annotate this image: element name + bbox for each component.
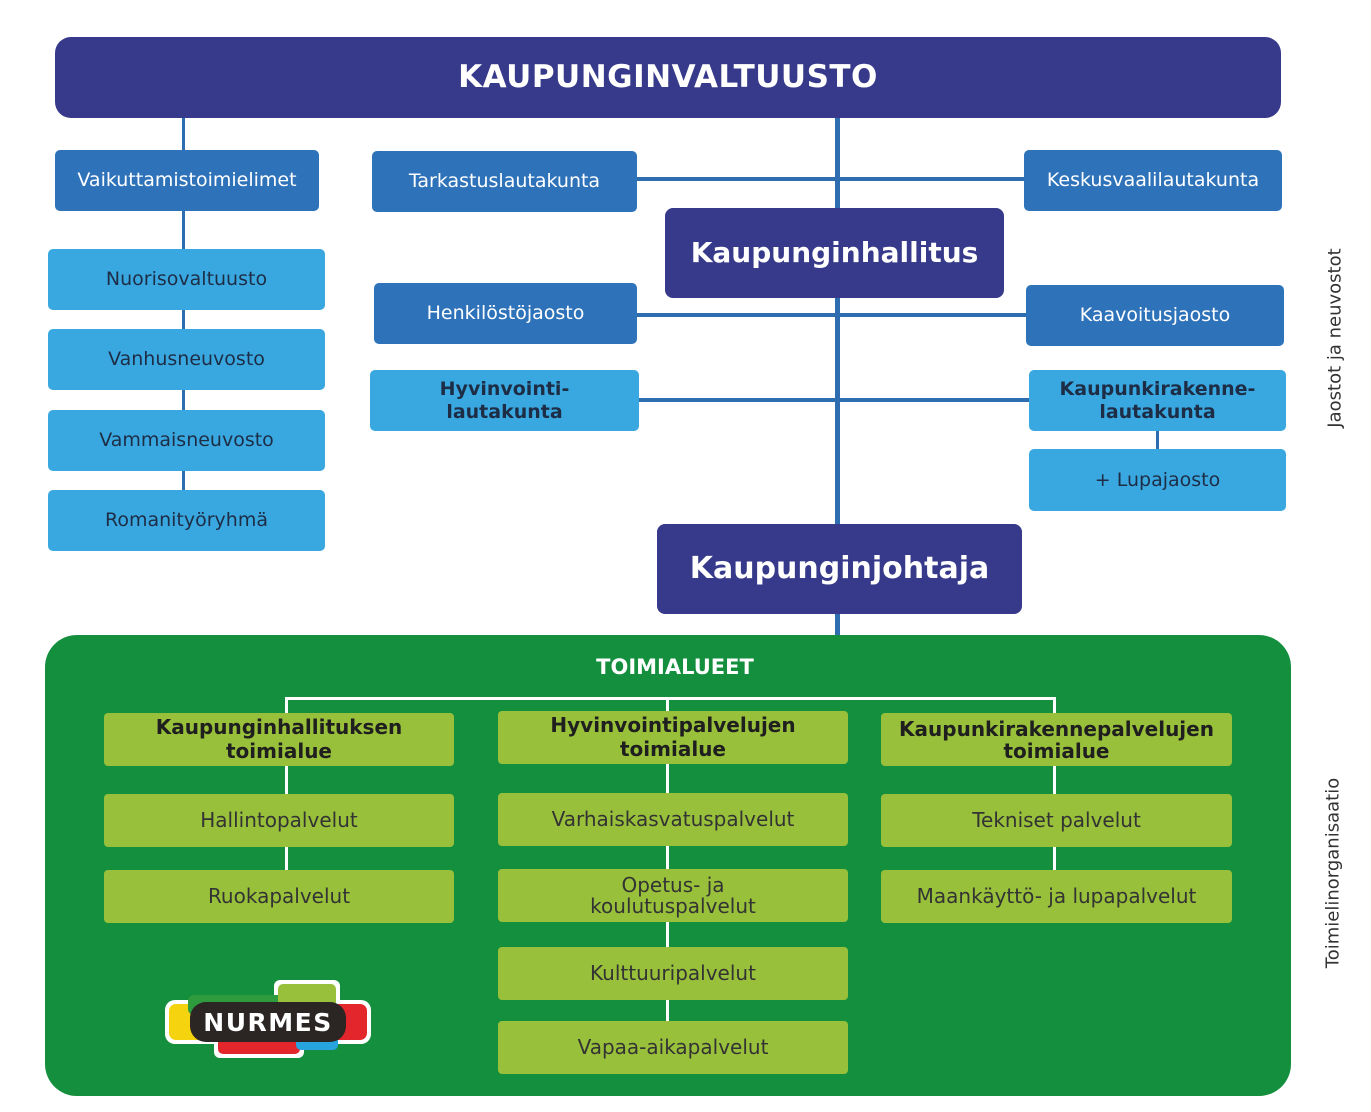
nurmes-logo-text: NURMES — [203, 1007, 333, 1037]
permit-division-box: + Lupajaosto — [1029, 449, 1286, 511]
division-item-early-education: Varhaiskasvatuspalvelut — [498, 793, 848, 846]
influence-item-roma-group: Romanityöryhmä — [48, 490, 325, 551]
divisions-bracket-middle — [666, 697, 669, 711]
zoning-division-box: Kaavoitusjaosto — [1026, 285, 1284, 346]
division-item-culture: Kulttuuripalvelut — [498, 947, 848, 1000]
division-item-education: Opetus- ja koulutuspalvelut — [498, 869, 848, 922]
nurmes-logo-graphic — [165, 980, 371, 1058]
division-item-technical: Tekniset palvelut — [881, 794, 1232, 847]
division-item-food-services: Ruokapalvelut — [104, 870, 454, 923]
divisions-bracket-left — [285, 697, 288, 713]
city-board-box: Kaupunginhallitus — [665, 208, 1004, 298]
welfare-committee-box: Hyvinvointi- lautakunta — [370, 370, 639, 431]
division-item-land-use: Maankäyttö- ja lupapalvelut — [881, 870, 1232, 923]
council-box: KAUPUNGINVALTUUSTO — [55, 37, 1281, 118]
influence-bodies-header: Vaikuttamistoimielimet — [55, 150, 319, 211]
divisions-bracket-right — [1053, 697, 1056, 713]
division-item-administration: Hallintopalvelut — [104, 794, 454, 847]
personnel-division-box: Henkilöstöjaosto — [374, 283, 637, 344]
division-item-leisure: Vapaa-aikapalvelut — [498, 1021, 848, 1074]
election-committee-box: Keskusvaalilautakunta — [1024, 150, 1282, 211]
influence-item-disability-council: Vammaisneuvosto — [48, 410, 325, 471]
side-label-divisions-councils: Jaostot ja neuvostot — [1324, 248, 1346, 428]
welfare-division-header: Hyvinvointipalvelujen toimialue — [498, 711, 848, 764]
influence-item-elderly-council: Vanhusneuvosto — [48, 329, 325, 390]
mayor-box: Kaupunginjohtaja — [657, 524, 1022, 614]
connector-main-vertical — [835, 116, 840, 636]
nurmes-logo: NURMES — [162, 978, 376, 1060]
connector-personnel-zoning — [636, 313, 1028, 317]
urban-structure-committee-box: Kaupunkirakenne- lautakunta — [1029, 370, 1286, 431]
connector-audit-election — [636, 177, 1026, 181]
connector-welfare-urban — [638, 398, 1030, 402]
influence-item-youth-council: Nuorisovaltuusto — [48, 249, 325, 310]
divisions-bracket-horizontal — [285, 697, 1056, 700]
side-label-organisation: Toimielinorganisaatio — [1322, 777, 1344, 969]
city-board-division-header: Kaupunginhallituksen toimialue — [104, 713, 454, 766]
divisions-title: TOIMIALUEET — [596, 655, 754, 679]
audit-committee-box: Tarkastuslautakunta — [372, 151, 637, 212]
urban-division-header: Kaupunkirakennepalvelujen toimialue — [881, 713, 1232, 766]
connector-urban-permit — [1156, 430, 1159, 452]
